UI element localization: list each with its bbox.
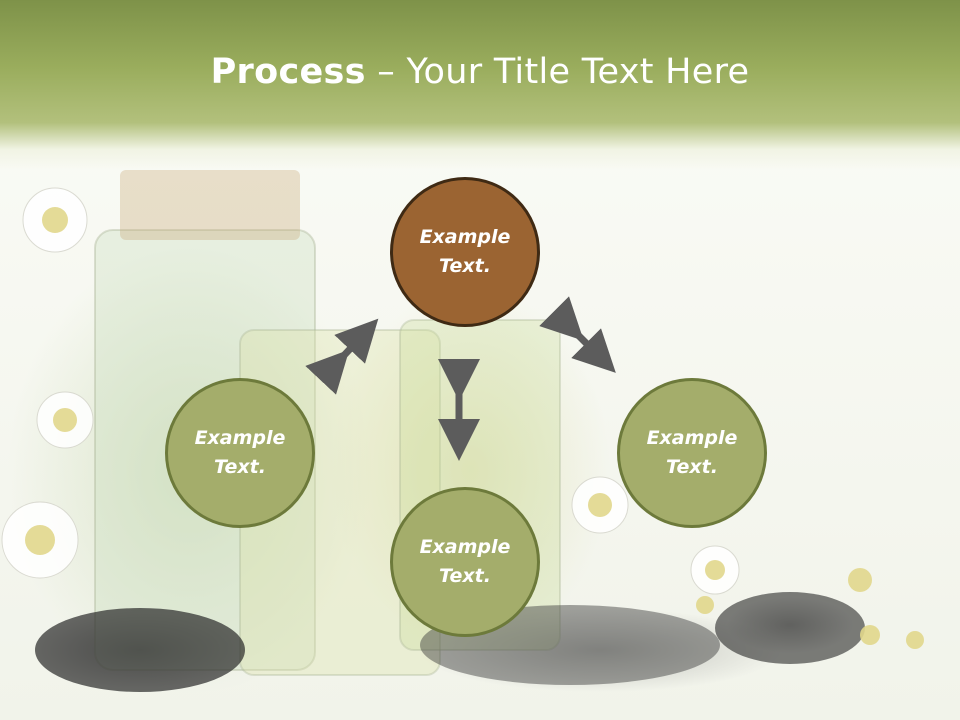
stone-left: [35, 608, 245, 692]
step-left-line1: Example: [194, 427, 286, 449]
stone-right: [715, 592, 865, 664]
step-top-line1: Example: [419, 226, 511, 248]
title-bold-text: Process: [210, 52, 366, 92]
title-rest-text: – Your Title Text Here: [365, 52, 750, 92]
process-step-top[interactable]: Example Text.: [390, 177, 540, 327]
process-step-right[interactable]: Example Text.: [617, 378, 767, 528]
step-bottom-line2: Text.: [439, 565, 491, 587]
process-step-bottom[interactable]: Example Text.: [390, 487, 540, 637]
process-step-left[interactable]: Example Text.: [165, 378, 315, 528]
step-bottom-line1: Example: [419, 536, 511, 558]
slide-title[interactable]: Process – Your Title Text Here: [0, 52, 960, 92]
arrow-top-right-icon: [539, 296, 616, 373]
arrow-top-left-icon: [305, 318, 379, 395]
step-left-line2: Text.: [214, 456, 266, 478]
title-bar: [0, 0, 960, 170]
step-right-line2: Text.: [666, 456, 718, 478]
step-top-line2: Text.: [439, 255, 491, 277]
step-right-line1: Example: [646, 427, 738, 449]
cork-left: [120, 170, 300, 240]
